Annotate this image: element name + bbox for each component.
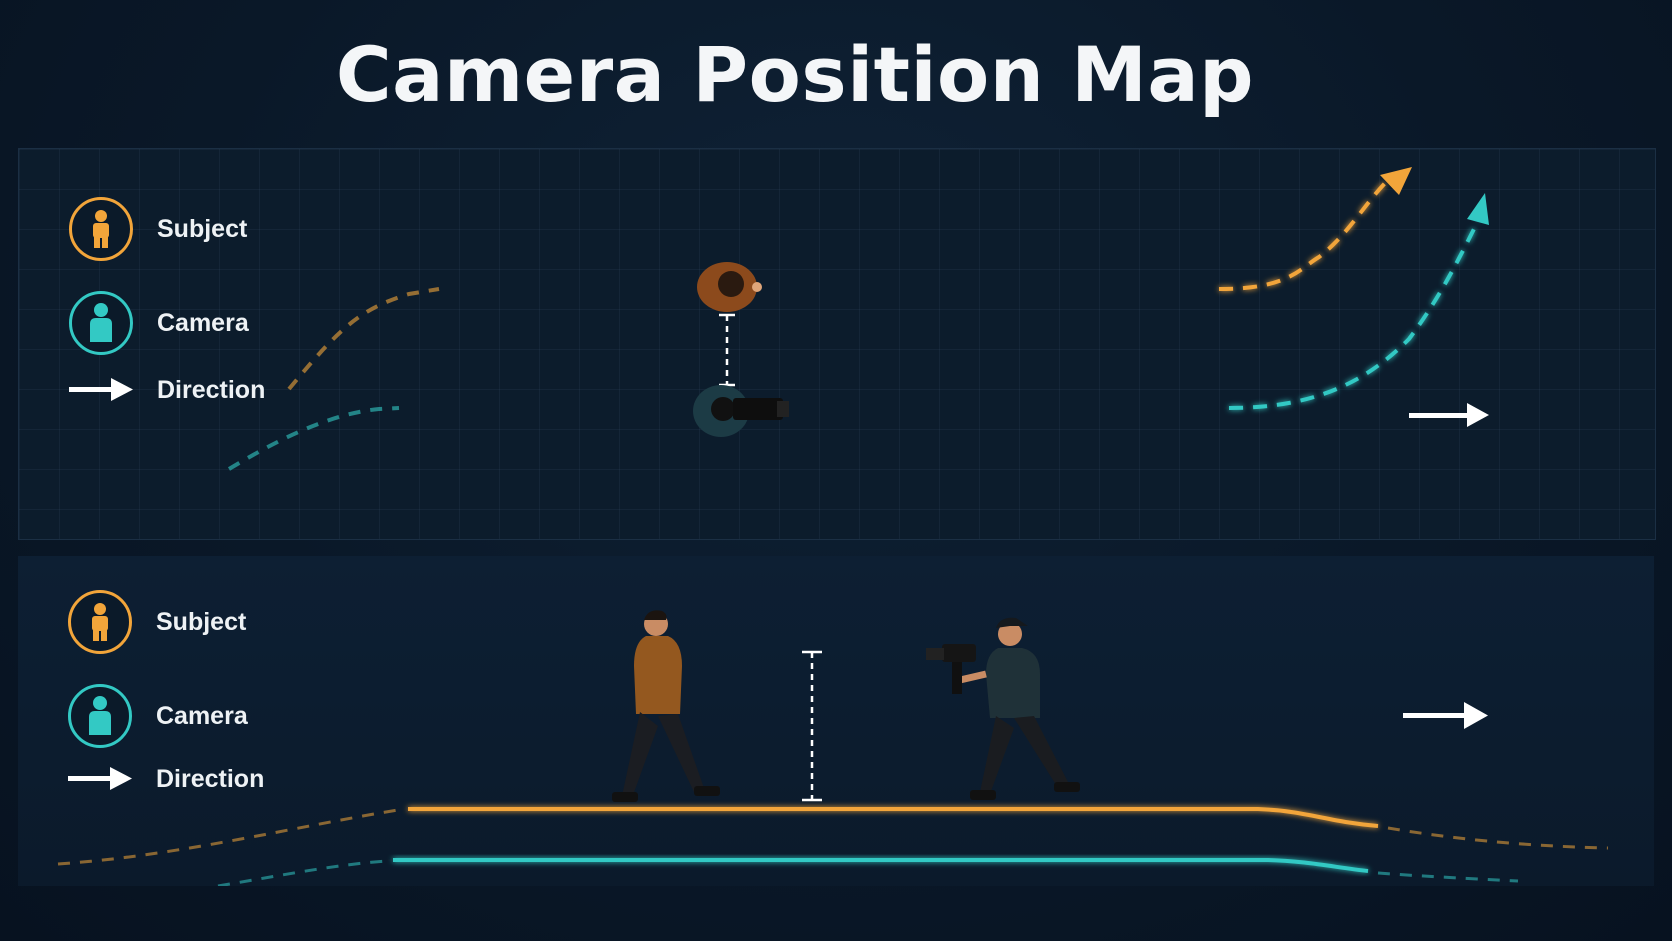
page-title: Camera Position Map bbox=[335, 30, 1255, 119]
legend-label: Direction bbox=[157, 375, 266, 404]
side-view-panel: Subject Camera Direction bbox=[18, 556, 1654, 886]
camera-path-arrowhead bbox=[1467, 193, 1489, 225]
legend-label: Subject bbox=[156, 607, 247, 636]
legend-label: Camera bbox=[157, 308, 249, 337]
camera-operator-top-view bbox=[693, 385, 789, 437]
subject-path-curve bbox=[1218, 177, 1391, 291]
overhead-paths bbox=[227, 167, 1489, 471]
subject-path-lead-in bbox=[287, 287, 440, 391]
overhead-view-panel: Subject Camera Direction bbox=[18, 148, 1656, 540]
subject-path-arrowhead bbox=[1380, 167, 1412, 195]
distance-marker bbox=[802, 650, 822, 802]
direction-arrow-icon bbox=[68, 764, 132, 794]
subject-walking-figure bbox=[612, 610, 720, 802]
legend-label: Subject bbox=[157, 214, 248, 243]
direction-arrow-icon bbox=[1409, 403, 1489, 427]
legend-item-camera: Camera bbox=[69, 291, 249, 355]
subject-icon bbox=[68, 590, 132, 654]
subject-top-view bbox=[697, 262, 762, 312]
legend-label: Direction bbox=[156, 764, 265, 793]
legend-label: Camera bbox=[156, 701, 248, 730]
legend-item-subject: Subject bbox=[68, 590, 246, 654]
direction-arrow-icon bbox=[69, 375, 133, 405]
legend-item-subject: Subject bbox=[69, 197, 247, 261]
camera-path-solid bbox=[393, 858, 1369, 873]
camera-path-trail bbox=[1377, 871, 1519, 883]
camera-path-curve bbox=[1228, 218, 1481, 410]
legend-item-direction: Direction bbox=[69, 375, 265, 405]
subject-icon bbox=[69, 197, 133, 261]
camera-icon bbox=[68, 684, 132, 748]
legend-item-camera: Camera bbox=[68, 684, 248, 748]
legend-item-direction: Direction bbox=[68, 764, 264, 794]
camera-icon bbox=[69, 291, 133, 355]
subject-path-solid bbox=[408, 807, 1379, 828]
camera-operator-figure bbox=[926, 617, 1080, 800]
camera-path-lead-in bbox=[227, 406, 400, 471]
side-view-paths bbox=[57, 610, 1609, 886]
direction-arrow-icon bbox=[1403, 702, 1488, 729]
subject-path-trail bbox=[1387, 826, 1609, 850]
camera-path-lead-in bbox=[217, 859, 389, 886]
distance-marker bbox=[719, 313, 735, 387]
subject-path-lead-in bbox=[57, 808, 399, 866]
